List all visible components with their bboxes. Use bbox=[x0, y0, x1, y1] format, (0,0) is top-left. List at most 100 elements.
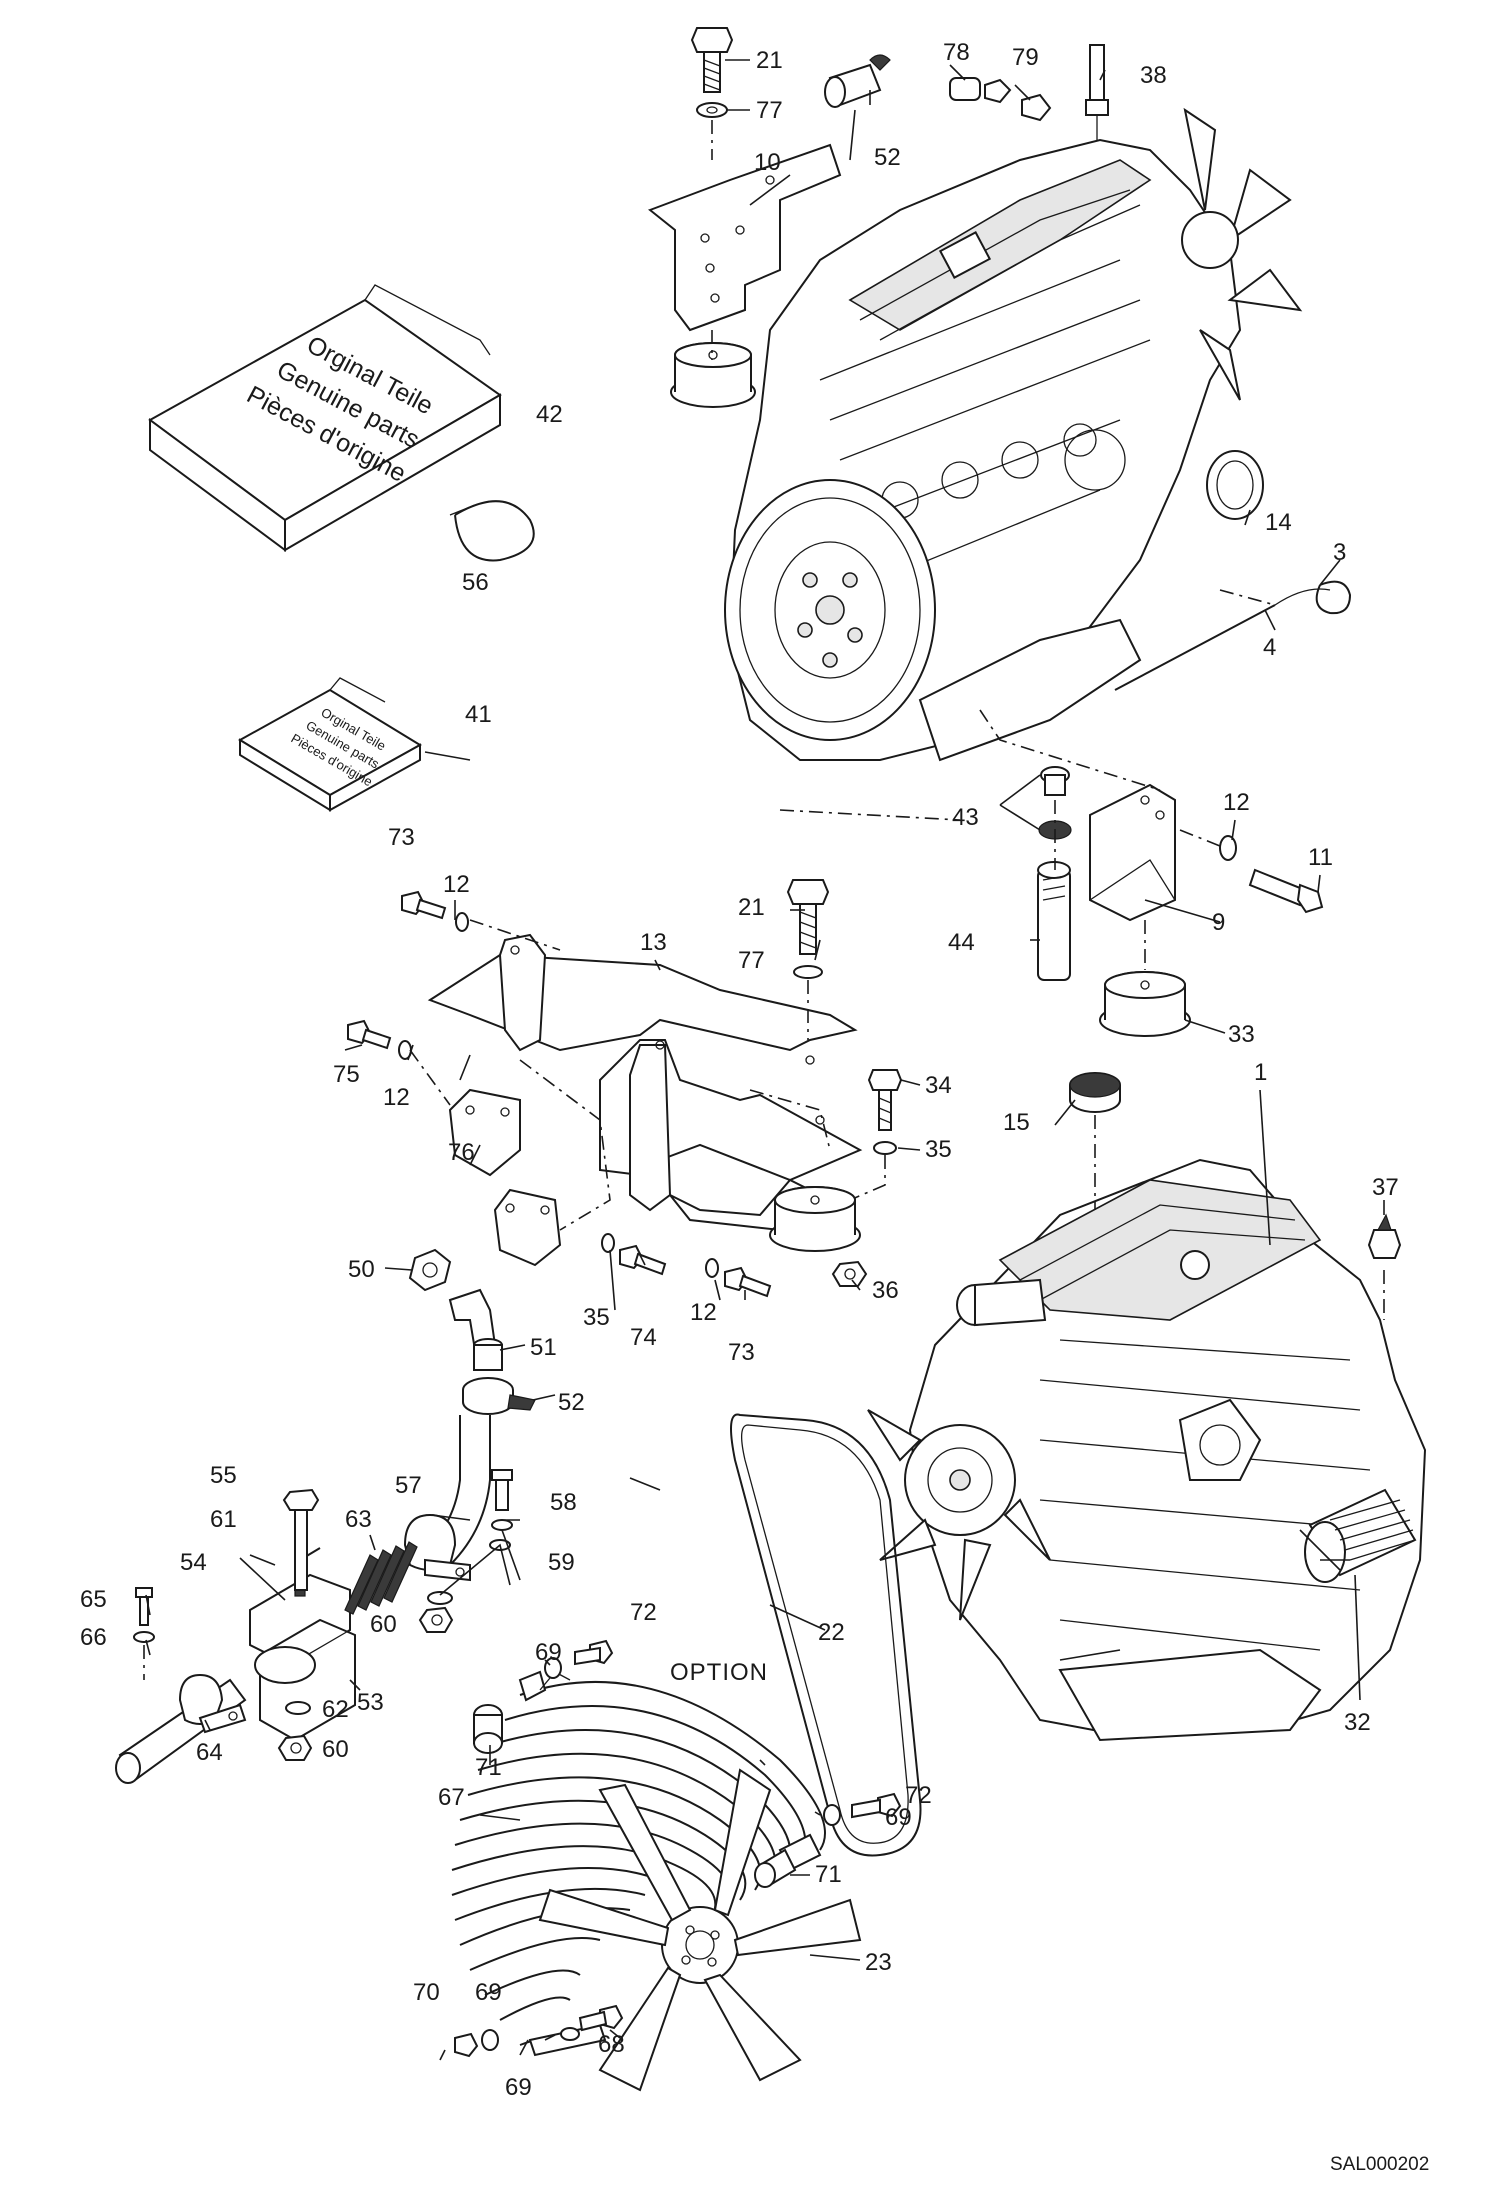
label-13: 13 bbox=[640, 929, 667, 956]
engine-bracket-9 bbox=[1089, 783, 1176, 922]
label-73-bottom: 73 bbox=[728, 1339, 755, 1366]
frame-bolts bbox=[347, 879, 903, 1298]
label-21-frame: 21 bbox=[738, 894, 765, 921]
bolt-55-61 bbox=[282, 1488, 320, 1591]
label-38: 38 bbox=[1140, 62, 1167, 89]
fan-blade-23 bbox=[538, 1768, 862, 2092]
label-35-lower: 35 bbox=[583, 1304, 610, 1331]
label-62: 62 bbox=[322, 1696, 349, 1723]
label-35-frame: 35 bbox=[925, 1136, 952, 1163]
label-79: 79 bbox=[1012, 44, 1039, 71]
fitting-43-and-pipe-44 bbox=[1037, 766, 1072, 981]
label-41: 41 bbox=[465, 701, 492, 728]
label-76: 76 bbox=[448, 1139, 475, 1166]
pipe-and-clamp-64 bbox=[115, 1673, 247, 1784]
bolt-21-top bbox=[690, 27, 734, 160]
sensor-cluster-top bbox=[824, 44, 1109, 140]
washer-12-and-bolt-11 bbox=[1219, 835, 1324, 914]
label-70: 70 bbox=[413, 1979, 440, 2006]
label-4: 4 bbox=[1263, 634, 1276, 661]
engine-top-assembly bbox=[724, 107, 1352, 762]
label-69-bottom-2: 69 bbox=[505, 2074, 532, 2101]
cap-15 bbox=[1069, 1072, 1121, 1210]
label-9: 9 bbox=[1212, 909, 1225, 936]
drawing-code: SAL000202 bbox=[1330, 2154, 1429, 2175]
label-22: 22 bbox=[818, 1619, 845, 1646]
label-21-top: 21 bbox=[756, 47, 783, 74]
label-73-top: 73 bbox=[388, 824, 415, 851]
label-71-left: 71 bbox=[475, 1754, 502, 1781]
cable-tie-56 bbox=[449, 500, 535, 562]
label-52-hose: 52 bbox=[558, 1389, 585, 1416]
rubber-mount-33 bbox=[1099, 971, 1191, 1037]
support-frame-13 bbox=[427, 933, 863, 1232]
spacers-71 bbox=[473, 1704, 797, 1888]
plate-76-lower bbox=[493, 1188, 562, 1267]
pipe-clamp-57 bbox=[403, 1513, 471, 1582]
label-65: 65 bbox=[80, 1586, 107, 1613]
label-11: 11 bbox=[1308, 844, 1333, 871]
label-77-frame: 77 bbox=[738, 947, 765, 974]
engine-mount-rubber bbox=[670, 342, 756, 408]
engine-lower-assembly bbox=[867, 1158, 1427, 1742]
label-32: 32 bbox=[1344, 1709, 1371, 1736]
label-72-top: 72 bbox=[630, 1599, 657, 1626]
label-42: 42 bbox=[536, 401, 563, 428]
label-71-right: 71 bbox=[815, 1861, 842, 1888]
label-10: 10 bbox=[754, 149, 781, 176]
label-14: 14 bbox=[1265, 509, 1292, 536]
label-33: 33 bbox=[1228, 1021, 1255, 1048]
label-61: 61 bbox=[210, 1506, 237, 1533]
label-59: 59 bbox=[548, 1549, 575, 1576]
label-37: 37 bbox=[1372, 1174, 1399, 1201]
label-60-lower: 60 bbox=[322, 1736, 349, 1763]
label-23: 23 bbox=[865, 1949, 892, 1976]
bolts-68-69-70 bbox=[454, 2004, 624, 2058]
label-51: 51 bbox=[530, 1334, 557, 1361]
label-69-bottom-1: 69 bbox=[475, 1979, 502, 2006]
label-66: 66 bbox=[80, 1624, 107, 1651]
label-12-frame-top: 12 bbox=[443, 871, 470, 898]
label-63: 63 bbox=[345, 1506, 372, 1533]
label-34: 34 bbox=[925, 1072, 952, 1099]
label-69-right: 69 bbox=[885, 1804, 912, 1831]
label-67: 67 bbox=[438, 1784, 465, 1811]
label-56: 56 bbox=[462, 569, 489, 596]
label-74: 74 bbox=[630, 1324, 657, 1351]
label-3: 3 bbox=[1333, 539, 1346, 566]
washer-62-nut-60 bbox=[277, 1701, 313, 1761]
label-15: 15 bbox=[1003, 1109, 1030, 1136]
parts-book-small: Orginal Teile Genuine parts Pièces d'ori… bbox=[238, 677, 422, 812]
bolt-65-washer-66 bbox=[133, 1587, 155, 1680]
label-69-top: 69 bbox=[535, 1639, 562, 1666]
label-12-frame-bottom: 12 bbox=[690, 1299, 717, 1326]
label-52-top: 52 bbox=[874, 144, 901, 171]
hose-assembly bbox=[408, 1248, 536, 1566]
bracket-block-53-54 bbox=[249, 1547, 356, 1742]
mounting-bracket-10 bbox=[648, 143, 842, 332]
parts-book-large: Orginal Teile Genuine parts Pièces d'ori… bbox=[148, 284, 502, 552]
option-label: OPTION bbox=[670, 1659, 768, 1686]
callout-labels: 1 3 4 9 10 11 12 12 12 12 13 14 15 21 21… bbox=[80, 39, 1429, 2175]
v-belt-22 bbox=[730, 1413, 922, 1857]
label-78: 78 bbox=[943, 39, 970, 66]
label-57: 57 bbox=[395, 1472, 422, 1499]
leader-lines bbox=[145, 59, 1385, 2061]
label-64: 64 bbox=[196, 1739, 223, 1766]
label-58: 58 bbox=[550, 1489, 577, 1516]
label-44: 44 bbox=[948, 929, 975, 956]
label-55: 55 bbox=[210, 1462, 237, 1489]
plate-76-upper bbox=[448, 1088, 521, 1177]
label-36: 36 bbox=[872, 1277, 899, 1304]
label-75: 75 bbox=[333, 1061, 360, 1088]
label-43: 43 bbox=[952, 804, 979, 831]
label-72-right: 72 bbox=[905, 1782, 932, 1809]
label-12-frame-left: 12 bbox=[383, 1084, 410, 1111]
label-12-top: 12 bbox=[1223, 789, 1250, 816]
label-53: 53 bbox=[357, 1689, 384, 1716]
label-60-upper: 60 bbox=[370, 1611, 397, 1638]
label-68: 68 bbox=[598, 2031, 625, 2058]
sensor-37 bbox=[1367, 1213, 1402, 1320]
label-54: 54 bbox=[180, 1549, 207, 1576]
